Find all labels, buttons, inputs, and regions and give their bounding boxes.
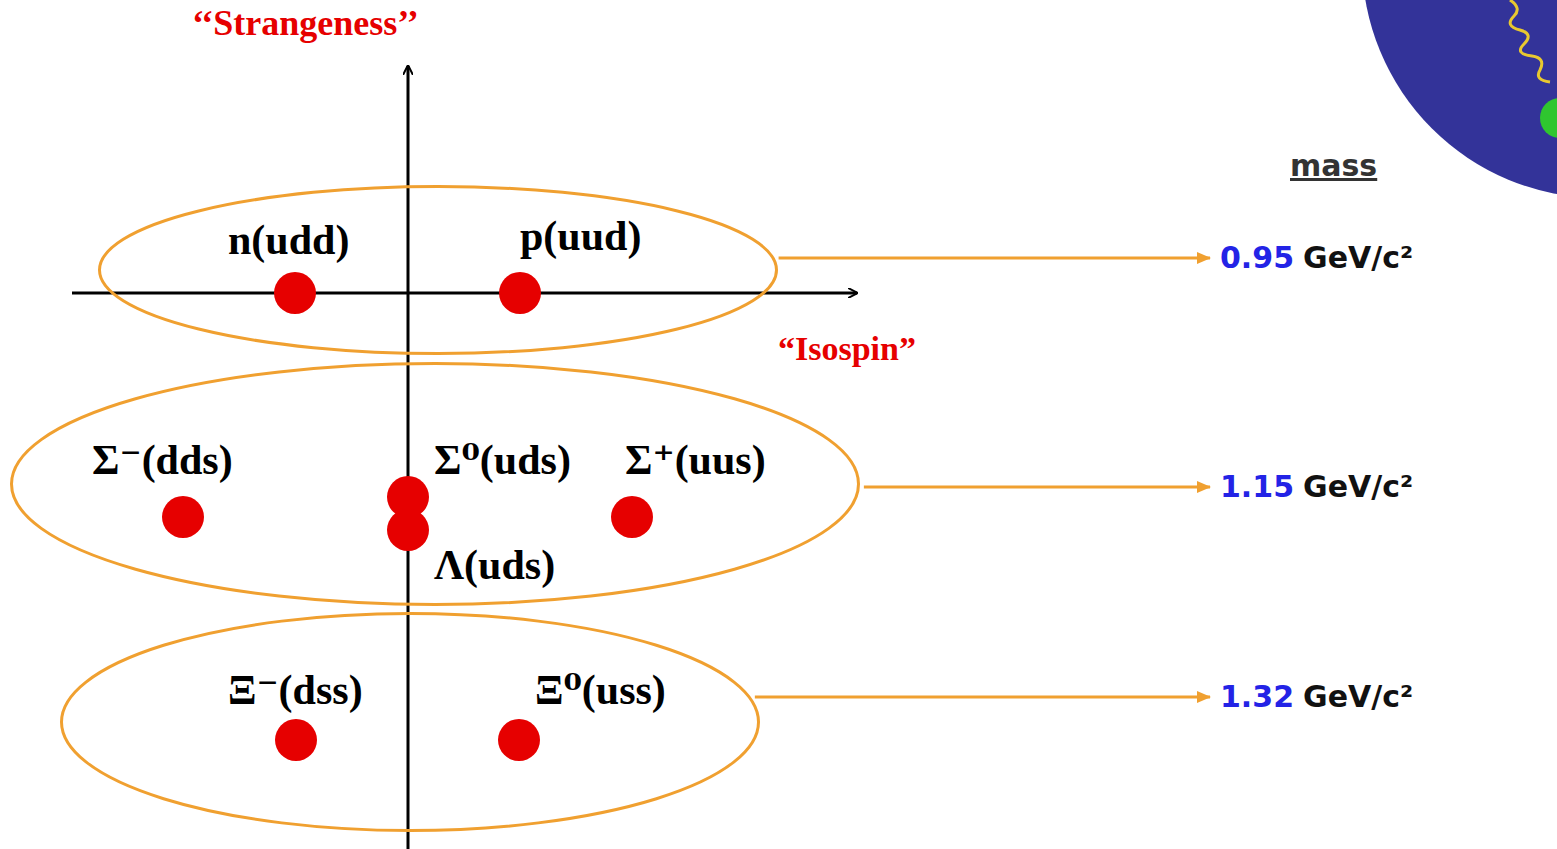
multiplet-ellipse: n(udd) p(uud) <box>98 185 778 355</box>
strangeness-axis <box>407 66 410 849</box>
particle-label: Ξ⁻(dss) <box>228 669 363 711</box>
particle-label: Σ⁰(uds) <box>434 439 571 481</box>
baryon-dot <box>611 496 653 538</box>
baryon-dot <box>275 719 317 761</box>
mass-value: 1.32 GeV/c² <box>1212 675 1421 719</box>
mass-value: 1.15 GeV/c² <box>1212 465 1421 509</box>
mass-number: 1.32 <box>1220 679 1294 714</box>
multiplet-ellipse: Σ⁻(dds) Σ⁰(uds) Σ⁺(uus) Λ(uds) <box>10 362 860 606</box>
mass-arrow <box>779 257 1210 260</box>
baryon-dot <box>387 509 429 551</box>
particle-label: Σ⁻(dds) <box>92 439 233 481</box>
isospin-axis <box>72 292 857 295</box>
mass-unit: GeV/c² <box>1303 469 1413 504</box>
multiplet-ellipse: Ξ⁻(dss) Ξ⁰(uss) <box>60 612 760 832</box>
axis-label: “Isospin” <box>778 330 916 368</box>
mass-value: 0.95 GeV/c² <box>1212 236 1421 280</box>
mass-unit: GeV/c² <box>1303 679 1413 714</box>
particle-label: Λ(uds) <box>434 544 555 586</box>
ellipse-outline <box>60 612 760 832</box>
ellipse-outline <box>98 185 778 355</box>
baryon-dot <box>162 496 204 538</box>
particle-label: Σ⁺(uus) <box>625 439 766 481</box>
mass-number: 0.95 <box>1220 240 1294 275</box>
ellipse-outline <box>62 614 759 831</box>
baryon-dot <box>274 272 316 314</box>
mass-arrow <box>755 696 1210 699</box>
corner-disc <box>1362 0 1557 198</box>
ellipse-outline <box>12 364 859 605</box>
particle-label: p(uud) <box>520 215 641 257</box>
mass-number: 1.15 <box>1220 469 1294 504</box>
quark-ball <box>1540 98 1557 138</box>
particle-label: n(udd) <box>228 219 349 261</box>
ellipse-outline <box>100 187 777 354</box>
baryon-dot <box>498 719 540 761</box>
particle-label: Ξ⁰(uss) <box>535 669 666 711</box>
column-heading: mass <box>1290 148 1377 183</box>
gluon-spring <box>1510 0 1550 82</box>
mass-unit: GeV/c² <box>1303 240 1413 275</box>
mass-arrow <box>864 486 1210 489</box>
baryon-dot <box>499 272 541 314</box>
axis-label: ‘‘Strangeness’’ <box>192 2 419 44</box>
